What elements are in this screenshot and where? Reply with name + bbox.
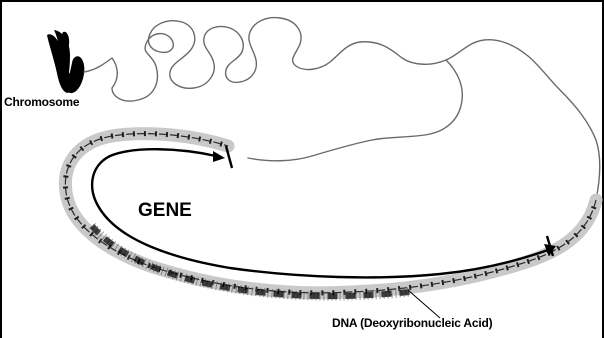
chromosome-icon: [47, 30, 84, 93]
dna-leader-line: [408, 290, 440, 318]
gene-label: GENE: [138, 200, 192, 222]
chromosome-label: Chromosome: [4, 95, 79, 109]
dna-label: DNA (Deoxyribonucleic Acid): [332, 316, 492, 330]
gene-arrowhead-start: [213, 151, 225, 162]
